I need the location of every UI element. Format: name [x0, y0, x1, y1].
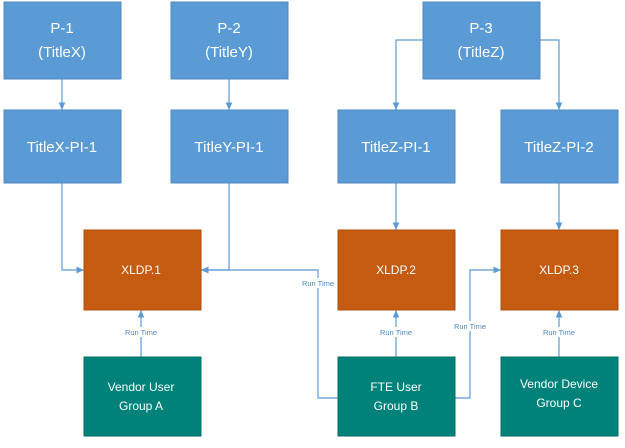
node-xldp3: XLDP.3 — [500, 229, 619, 311]
edge-titley-pi-1-to-xldp1 — [201, 183, 230, 274]
edge-fte-b-to-xldp1 — [201, 266, 338, 399]
edge-p3-to-titlez-pi-1 — [392, 39, 435, 110]
node-xldp2-label: XLDP.2 — [376, 263, 416, 277]
node-vendor-device-line2: Group C — [536, 396, 582, 410]
node-p2: P-2 (TitleY) — [170, 1, 289, 80]
node-xldp3-label: XLDP.3 — [539, 263, 579, 277]
node-p3-line1: P-3 — [469, 20, 492, 37]
node-titlez-pi-2-label: TitleZ-PI-2 — [524, 139, 593, 156]
edge-label-fte-b-xldp1: Run Time — [299, 278, 337, 288]
node-p1: P-1 (TitleX) — [3, 1, 122, 80]
edge-label-vendor-a: Run Time — [122, 327, 160, 337]
node-titlez-pi-1: TitleZ-PI-1 — [337, 109, 456, 184]
node-xldp1: XLDP.1 — [83, 229, 202, 311]
edge-label-fte-b-xldp3: Run Time — [451, 321, 489, 331]
node-xldp1-label: XLDP.1 — [121, 263, 161, 277]
node-titlez-pi-1-label: TitleZ-PI-1 — [361, 139, 430, 156]
edge-fte-b-to-xldp3 — [454, 266, 501, 399]
runtime-label-vendor-a: Run Time — [125, 328, 157, 337]
edge-titlex-pi-1-to-xldp1 — [61, 183, 84, 274]
node-titley-pi-1-label: TitleY-PI-1 — [195, 139, 264, 156]
node-fte-user-line2: Group B — [374, 399, 419, 413]
node-fte-user-group-b: FTE User Group B — [337, 356, 456, 437]
node-vendor-device-group-c: Vendor Device Group C — [500, 356, 619, 437]
runtime-label-fte-b-xldp1: Run Time — [302, 279, 334, 288]
node-titley-pi-1: TitleY-PI-1 — [170, 109, 289, 184]
node-vendor-user-group-a: Vendor User Group A — [83, 356, 202, 437]
runtime-label-fte-b-xldp2: Run Time — [380, 328, 412, 337]
edge-label-vendor-c: Run Time — [540, 327, 578, 337]
node-p2-line2: (TitleY) — [205, 44, 253, 61]
node-p3: P-3 (TitleZ) — [422, 1, 541, 80]
node-vendor-device-line1: Vendor Device — [520, 377, 598, 391]
node-vendor-user-line1: Vendor User — [108, 380, 175, 394]
node-titlex-pi-1: TitleX-PI-1 — [3, 109, 122, 184]
edge-label-fte-b-xldp2: Run Time — [377, 327, 415, 337]
node-p1-line1: P-1 — [50, 20, 73, 37]
runtime-label-vendor-c: Run Time — [543, 328, 575, 337]
runtime-label-fte-b-xldp3: Run Time — [454, 322, 486, 331]
node-xldp2: XLDP.2 — [337, 229, 456, 311]
node-vendor-user-line2: Group A — [119, 399, 163, 413]
node-p3-line2: (TitleZ) — [458, 44, 505, 61]
node-titlez-pi-2: TitleZ-PI-2 — [500, 109, 619, 184]
edge-p3-to-titlez-pi-2 — [534, 39, 563, 110]
node-titlex-pi-1-label: TitleX-PI-1 — [27, 139, 97, 156]
edge-labels: Run Time Run Time Run Time Run Time Run … — [122, 278, 578, 337]
node-p1-line2: (TitleX) — [38, 44, 86, 61]
connectors — [58, 39, 563, 399]
node-p2-line1: P-2 — [217, 20, 240, 37]
node-fte-user-line1: FTE User — [370, 380, 421, 394]
